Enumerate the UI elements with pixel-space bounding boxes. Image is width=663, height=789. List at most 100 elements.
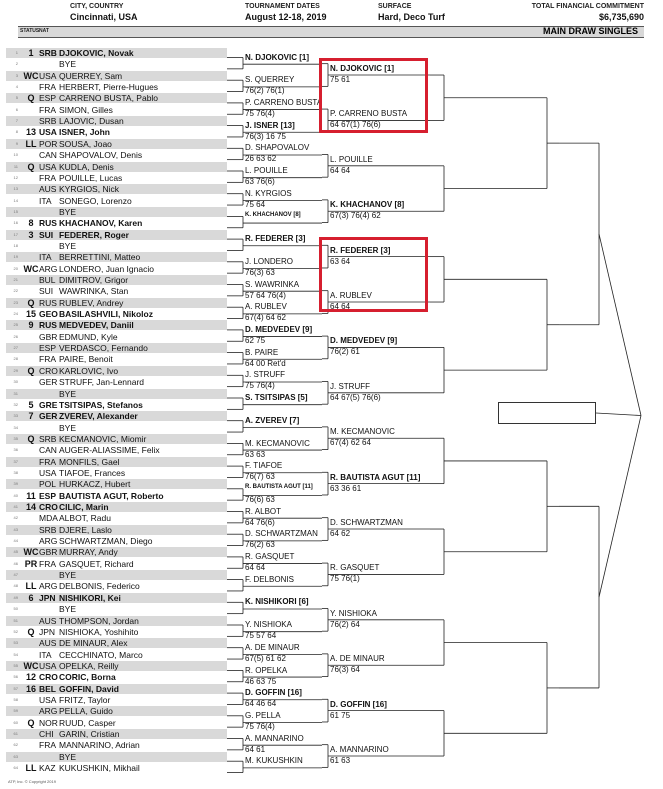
match-winner: A. MANNARINO: [245, 733, 304, 743]
row-number: 34: [13, 424, 18, 430]
player-nat: FRA: [39, 354, 56, 365]
player-nat: GBR: [39, 547, 58, 558]
player-name: BYE: [59, 240, 77, 251]
player-name: NISHIOKA, Yoshihito: [59, 626, 139, 637]
match-winner: M. KUKUSHKIN: [245, 756, 303, 766]
match-winner: F. DELBONIS: [245, 574, 294, 584]
match-score: 64 64: [245, 563, 266, 573]
player-seed: Q: [27, 626, 35, 637]
row-number: 3: [15, 72, 18, 78]
city-value: Cincinnati, USA: [70, 12, 138, 22]
player-nat: USA: [39, 127, 57, 138]
player-nat: NOR: [39, 717, 58, 728]
player-name: BYE: [59, 570, 77, 581]
row-number: 50: [13, 606, 18, 612]
match-score: 76(2) 64: [330, 619, 360, 629]
player-name: WAWRINKA, Stan: [59, 286, 129, 297]
player-name: TSITSIPAS, Stefanos: [59, 399, 143, 410]
match-score: 57 64 76(4): [245, 290, 286, 300]
player-nat: ITA: [39, 195, 52, 206]
copyright-footer: ATP, Inc. © Copyright 2019: [8, 779, 56, 784]
row-number: 42: [13, 515, 18, 521]
row-number: 27: [13, 345, 18, 351]
player-name: BAUTISTA AGUT, Roberto: [59, 490, 164, 501]
player-nat: CAN: [39, 150, 57, 161]
player-nat: GER: [39, 411, 58, 422]
player-name: NISHIKORI, Kei: [59, 592, 121, 603]
player-name: MANNARINO, Adrian: [59, 740, 140, 751]
row-number: 12: [13, 174, 18, 180]
player-name: KYRGIOS, Nick: [59, 184, 119, 195]
player-seed: Q: [27, 93, 35, 104]
row-number: 9: [15, 140, 18, 146]
player-name: PAIRE, Benoit: [59, 354, 113, 365]
row-number: 41: [13, 504, 18, 509]
row-number: 48: [13, 583, 18, 589]
row-number: 32: [13, 401, 18, 407]
player-name: BYE: [59, 604, 77, 615]
row-number: 45: [13, 549, 18, 555]
match-winner: R. GASQUET: [245, 552, 295, 562]
match-score: 64 46 64: [245, 699, 277, 709]
player-name: DE MINAUR, Alex: [59, 638, 128, 649]
player-name: DELBONIS, Federico: [59, 581, 140, 592]
match-score: 46 63 75: [245, 676, 277, 686]
match-winner: J. ISNER [13]: [245, 120, 295, 130]
match-score: 67(3) 76(4) 62: [330, 211, 381, 221]
match-score: 63 64: [330, 256, 351, 266]
match-score: 64 61: [245, 744, 266, 754]
dates-value: August 12-18, 2019: [245, 12, 327, 22]
match-score: 62 75: [245, 336, 266, 346]
player-nat: AUS: [39, 615, 57, 626]
row-number: 39: [13, 481, 18, 487]
row-number: 51: [13, 617, 18, 623]
player-nat: USA: [39, 660, 57, 671]
player-name: BYE: [59, 751, 77, 762]
player-nat: ESP: [39, 343, 57, 354]
player-name: BYE: [59, 206, 77, 217]
player-nat: SUI: [39, 286, 54, 297]
row-number: 25: [13, 322, 18, 328]
player-name: KUDLA, Denis: [59, 161, 114, 172]
player-name: BERRETTINI, Matteo: [59, 252, 141, 263]
player-name: SIMON, Gilles: [59, 104, 113, 115]
row-number: 1: [15, 50, 18, 55]
player-name: ZVEREV, Alexander: [59, 411, 138, 422]
row-number: 16: [13, 220, 18, 226]
row-number: 7: [15, 118, 18, 124]
match-score: 67(5) 61 62: [245, 653, 286, 663]
player-nat: USA: [39, 694, 57, 705]
player-seed: 9: [28, 320, 34, 331]
match-score: 64 76(6): [245, 517, 275, 527]
match-score: 64 67(1) 76(6): [330, 120, 381, 130]
player-nat: FRA: [39, 104, 56, 115]
player-nat: SRB: [39, 524, 57, 535]
player-nat: POR: [39, 138, 58, 149]
bracket-line: [598, 233, 642, 416]
match-winner: N. DJOKOVIC [1]: [330, 64, 395, 74]
match-winner: J. STRUFF: [330, 381, 370, 391]
match-winner: G. PELLA: [245, 710, 281, 720]
match-winner: R. FEDERER [3]: [330, 245, 391, 255]
match-winner: A. RUBLEV: [330, 291, 372, 301]
